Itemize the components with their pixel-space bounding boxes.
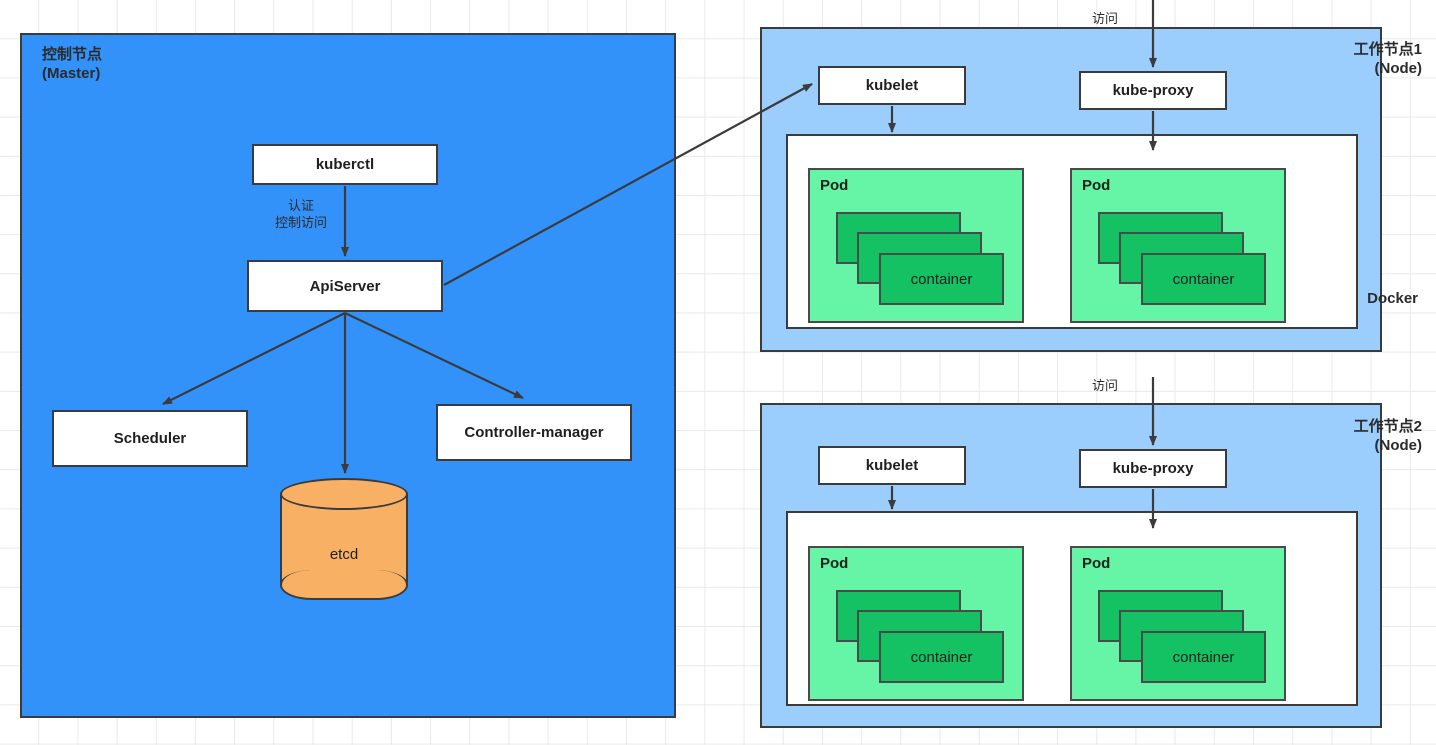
master-node-caption: 控制节点 (Master) [42,46,103,82]
container-box[interactable]: container [1141,631,1266,683]
pod-box[interactable]: Pod container [1070,546,1286,701]
pod-label: Pod [820,177,849,194]
pod-label: Pod [820,555,849,572]
pod-box[interactable]: Pod container [808,546,1024,701]
worker-node-2-caption: 工作节点2 (Node) [1353,418,1422,454]
pod-box[interactable]: Pod container [808,168,1024,323]
worker-node-1-caption: 工作节点1 (Node) [1353,41,1422,77]
kubelet-box-node1[interactable]: kubelet [818,66,966,105]
kubelet-box-node2[interactable]: kubelet [818,446,966,485]
container-box[interactable]: container [1141,253,1266,305]
etcd-cylinder[interactable]: etcd [280,478,408,600]
kube-proxy-box-node1[interactable]: kube-proxy [1079,71,1227,110]
auth-edge-label: 认证 控制访问 [274,198,327,230]
scheduler-box[interactable]: Scheduler [52,410,248,467]
pod-label: Pod [1082,177,1111,194]
access-label-node1: 访问 [1092,11,1119,26]
etcd-cylinder-top [280,478,408,510]
container-box[interactable]: container [879,253,1004,305]
pod-box[interactable]: Pod container [1070,168,1286,323]
pod-label: Pod [1082,555,1111,572]
etcd-cylinder-bottom [280,570,408,600]
access-label-node2: 访问 [1092,378,1119,393]
apiserver-box[interactable]: ApiServer [247,260,443,312]
kube-proxy-box-node2[interactable]: kube-proxy [1079,449,1227,488]
controller-manager-box[interactable]: Controller-manager [436,404,632,461]
docker-label-1: Docker [1367,290,1418,307]
container-box[interactable]: container [879,631,1004,683]
master-node-panel [20,33,676,718]
kuberctl-box[interactable]: kuberctl [252,144,438,185]
etcd-label: etcd [329,545,359,563]
